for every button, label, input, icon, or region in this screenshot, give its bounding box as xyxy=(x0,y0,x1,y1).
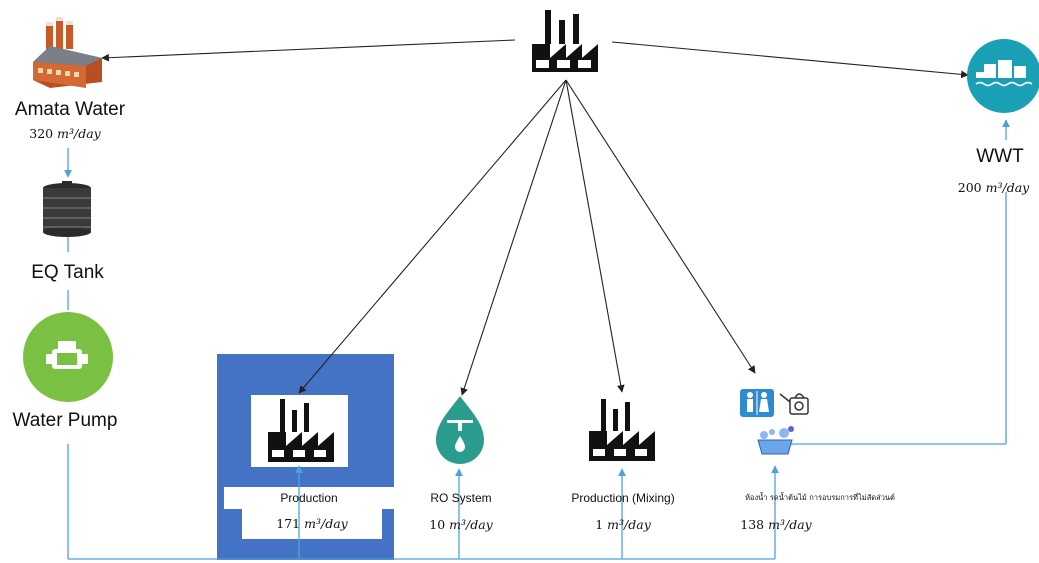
ro-system-flow: 10 m³/day xyxy=(400,517,522,532)
water-pump-label: Water Pump xyxy=(12,410,118,431)
amata-water-flow-unit: m³/day xyxy=(57,126,101,141)
wwt-label: WWT xyxy=(976,146,1024,167)
wwt-flow-unit: m³/day xyxy=(985,180,1030,195)
ro-system-flow-unit: m³/day xyxy=(449,517,493,532)
production-mixing-flow-unit: m³/day xyxy=(607,517,651,532)
factory-icon xyxy=(532,10,598,72)
wwt-flow: 200 m³/day xyxy=(948,180,1039,195)
amata-water-flow: 320 m³/day xyxy=(0,126,130,141)
wwt-flow-value: 200 xyxy=(957,180,982,195)
production-mixing-label: Production (Mixing) xyxy=(571,491,675,505)
ro-system-flow-value: 10 xyxy=(429,517,446,532)
water-flow-lines xyxy=(64,119,1010,560)
water-drop-icon xyxy=(436,396,484,464)
production-flow: 171 m³/day xyxy=(242,516,382,531)
distribution-arrows xyxy=(101,39,969,396)
cleaning-icon xyxy=(757,426,794,455)
amata-water-flow-value: 320 xyxy=(29,126,54,141)
domestic-flow: 138 m³/day xyxy=(716,517,836,532)
watering-can-icon xyxy=(779,393,809,415)
domestic-flow-unit: m³/day xyxy=(768,517,812,532)
production-label: Production xyxy=(280,491,338,505)
ro-system-label: RO System xyxy=(430,491,492,505)
amata-factory-icon xyxy=(33,17,102,88)
wwt-icon xyxy=(967,39,1039,113)
tank-icon xyxy=(43,181,91,237)
amata-water-label: Amata Water xyxy=(14,99,126,120)
production-flow-value: 171 xyxy=(276,516,301,531)
domestic-label: ห้องน้ำ รดน้ำต้นไม้ การอบรมการที่ไม่สัดส… xyxy=(745,493,895,502)
pump-icon xyxy=(23,312,113,402)
production-mixing-flow: 1 m³/day xyxy=(560,517,686,532)
restroom-icon xyxy=(740,389,774,417)
production-factory-icon xyxy=(268,399,334,462)
eq-tank-label: EQ Tank xyxy=(31,262,104,283)
domestic-flow-value: 138 xyxy=(740,517,765,532)
mixing-factory-icon xyxy=(589,399,655,461)
production-flow-unit: m³/day xyxy=(304,516,348,531)
production-mixing-flow-value: 1 xyxy=(595,517,604,532)
